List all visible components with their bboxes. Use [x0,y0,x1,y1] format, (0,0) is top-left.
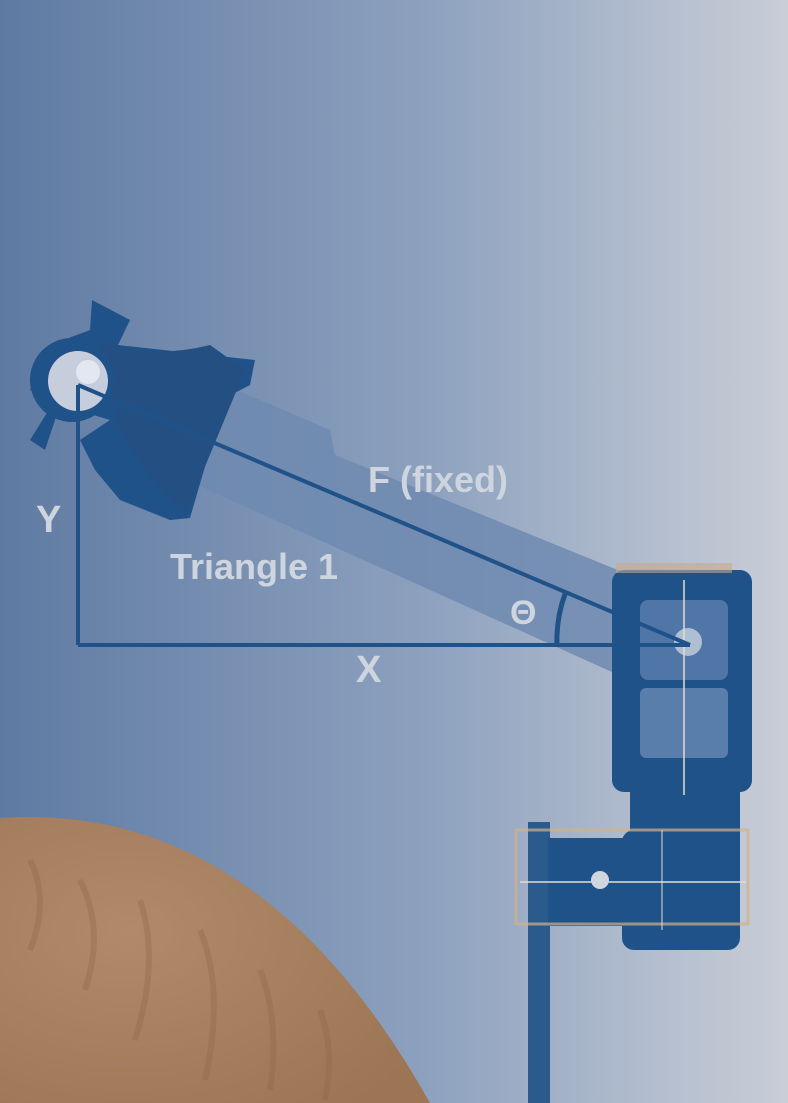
vertical-side-label: Y [36,499,61,541]
hypotenuse-label: F (fixed) [368,459,508,500]
hypotenuse-line [77,383,691,647]
triangle-label: Triangle 1 [170,546,338,587]
wooden-table [0,816,430,1103]
angle-label: Θ [510,594,536,632]
arm-link [175,385,630,672]
pivot-joint-icon [514,563,752,950]
servo-bracket-icon [30,300,255,520]
triangle-construction [76,383,691,647]
support-post [528,822,550,1103]
horizontal-side-label: X [356,649,382,691]
angle-arc [554,593,568,646]
